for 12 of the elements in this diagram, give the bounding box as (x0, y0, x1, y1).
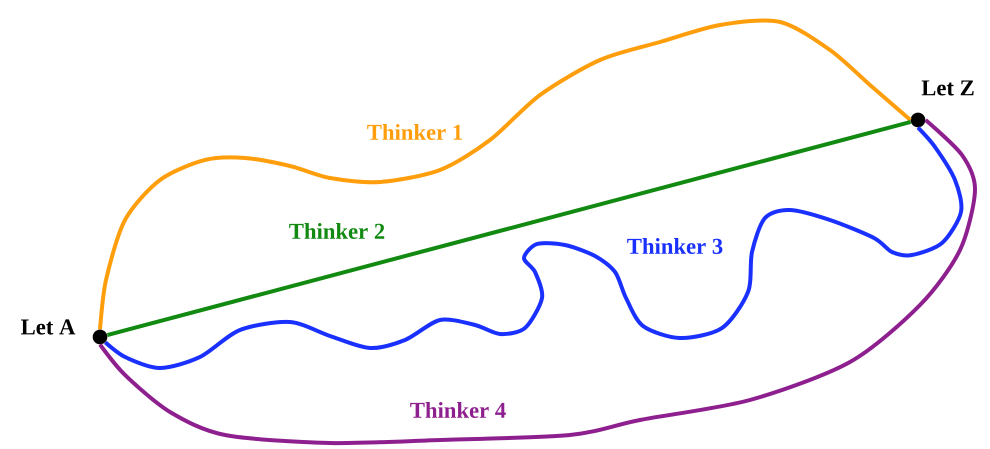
curve (106, 120, 912, 337)
curve (104, 126, 964, 370)
point-dot (92, 330, 108, 344)
point-label: Let A (21, 319, 76, 335)
point-label: Let Z (922, 80, 974, 96)
point-dot (910, 112, 926, 128)
edge-label: Thinker 3 (626, 236, 724, 256)
edge-label: Thinker 2 (288, 222, 387, 240)
edge-label: Thinker 4 (408, 400, 508, 420)
curve (98, 18, 912, 330)
curve (98, 118, 977, 446)
edge-label: Thinker 1 (366, 122, 465, 142)
